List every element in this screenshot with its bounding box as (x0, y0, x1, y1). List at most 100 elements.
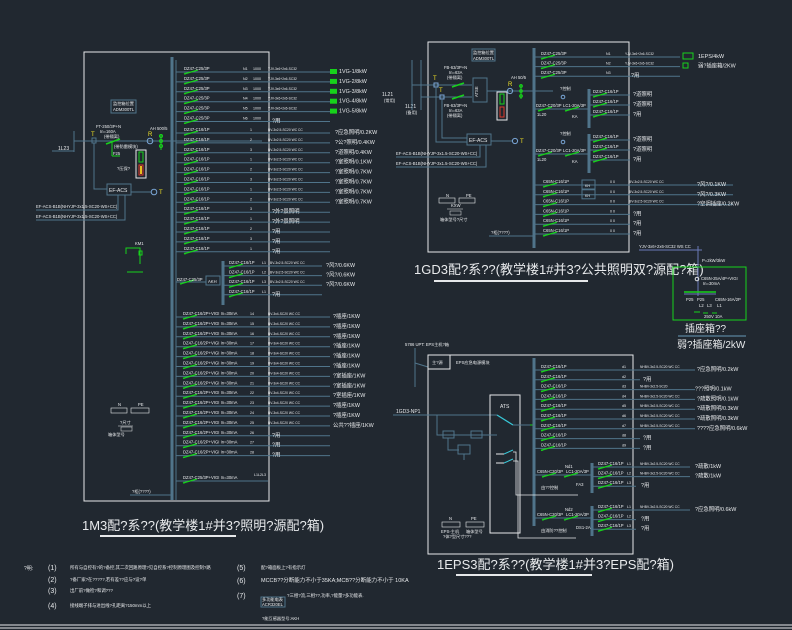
terminal-n-eps-box (441, 521, 461, 528)
breaker-label: DZ47-C16/1P (229, 279, 255, 284)
circuit-row[interactable]: ×DZ47-C16/1P?道照明 (589, 99, 652, 109)
breaker-label: DZ47-C16/2P+VIGI In=30mA (183, 380, 238, 385)
meter-label-gd: AH 50/5 (511, 75, 527, 80)
circuit-row[interactable]: ×DZ47-C16/1P?道照明 (589, 144, 652, 154)
breaker-symbol (182, 373, 198, 380)
meter-tag-box (260, 596, 286, 608)
circuit-row[interactable]: ×DZ47-C16/1P?道照明 (589, 134, 652, 144)
circuit-row[interactable]: ×DZ47-C25/3P+VIGI In=30mA (176, 475, 268, 485)
breaker-label: DZ47-C16/2P+VIGI In=30mA (183, 450, 238, 455)
breaker-label: DZ47-C16/1P (541, 393, 567, 398)
circuit-row[interactable]: × (176, 279, 206, 286)
breaker-label: DZ47-C16/1P (541, 374, 567, 379)
breaker-label: DZ47-C25/3P (184, 66, 210, 71)
socket-box: YJV-3x6+2x6-SC32 WS CC P=2kW/3kW C65N-25… (639, 244, 747, 351)
note-number: (7) (237, 593, 246, 600)
load-indicator (330, 108, 337, 114)
breaker-symbol (592, 102, 608, 108)
t-terminal-label: T (159, 190, 163, 196)
socket-phase-1: L2 (699, 303, 704, 308)
circuit-number: 22 (250, 391, 254, 395)
breaker-x-mark: × (565, 108, 568, 113)
phase-label: 2 (250, 227, 252, 231)
phase-label: N5 (243, 107, 248, 111)
terminal-n-eps: N (449, 516, 452, 521)
breaker-x-mark: × (183, 445, 186, 450)
circuit-row[interactable]: ×DZ47-C16/1P?用 (589, 109, 641, 119)
breaker-symbol (542, 231, 558, 237)
circuit-row[interactable]: ×DZ47-C16/1P?用 (589, 154, 641, 164)
circuit-row[interactable]: ×DZ47-C16/1P?道照明 (589, 89, 652, 99)
load-label: ?用 (272, 291, 280, 298)
breaker-label: DZ47-C16/2P+VIGI In=30mA (183, 341, 238, 346)
breaker-x-mark: × (543, 233, 546, 238)
r-marker-gd: R (508, 82, 513, 88)
surge-box-gd (496, 91, 508, 121)
breaker-x-mark: × (541, 379, 544, 384)
